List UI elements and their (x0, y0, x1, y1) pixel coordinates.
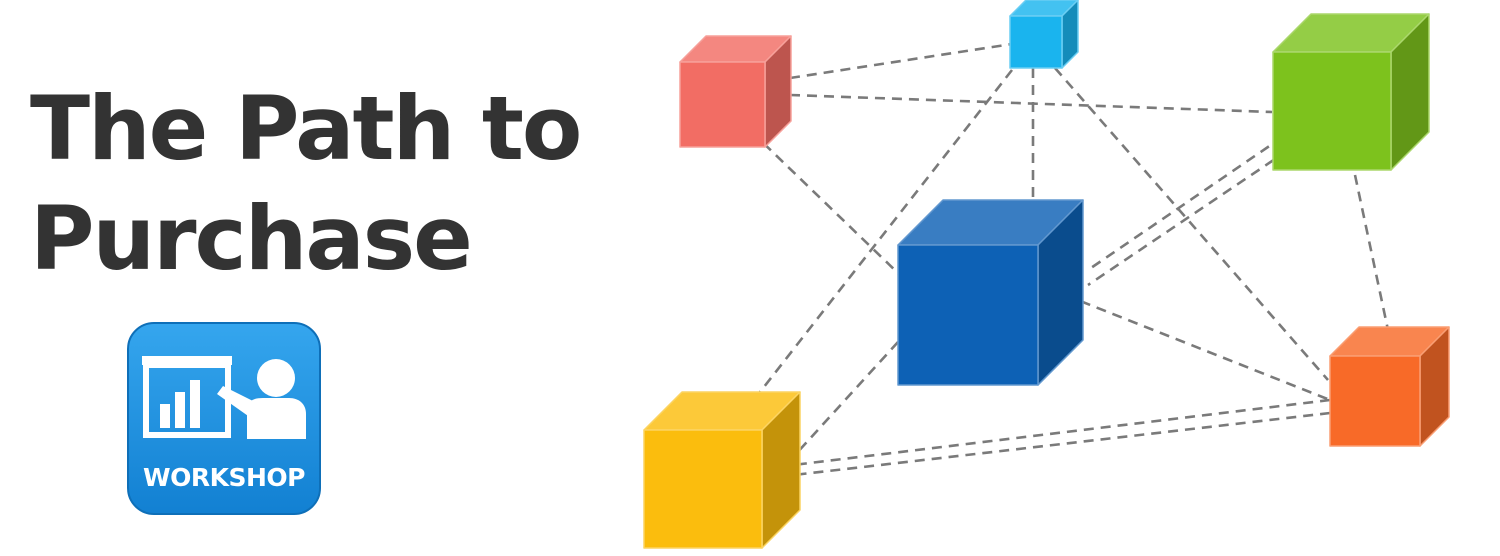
cube-green (1272, 13, 1430, 171)
title-line-1: The Path to (30, 77, 582, 180)
cube-light-blue (1009, 0, 1079, 69)
badge-label: WORKSHOP (143, 463, 305, 492)
cube-orange (1329, 326, 1450, 447)
connection-line (784, 341, 899, 467)
connection-line (1353, 174, 1390, 331)
connection-line (784, 411, 1331, 478)
title-line-2: Purchase (30, 187, 473, 290)
connection-line (1087, 106, 1326, 272)
cube-yellow (643, 391, 801, 549)
connection-line (789, 42, 1013, 80)
cube-dark-blue (897, 199, 1084, 386)
page-title: The Path to Purchase (30, 74, 582, 294)
cube-red (679, 35, 792, 148)
connection-line (1087, 120, 1331, 287)
workshop-badge: WORKSHOP (127, 322, 321, 515)
connection-line (784, 398, 1331, 468)
cube-network (643, 0, 1450, 549)
presenter-chart-icon (142, 356, 306, 439)
connection-line (758, 69, 1014, 393)
connection-line (789, 93, 1273, 114)
connection-line (1064, 293, 1331, 402)
connection-line (1054, 67, 1329, 381)
